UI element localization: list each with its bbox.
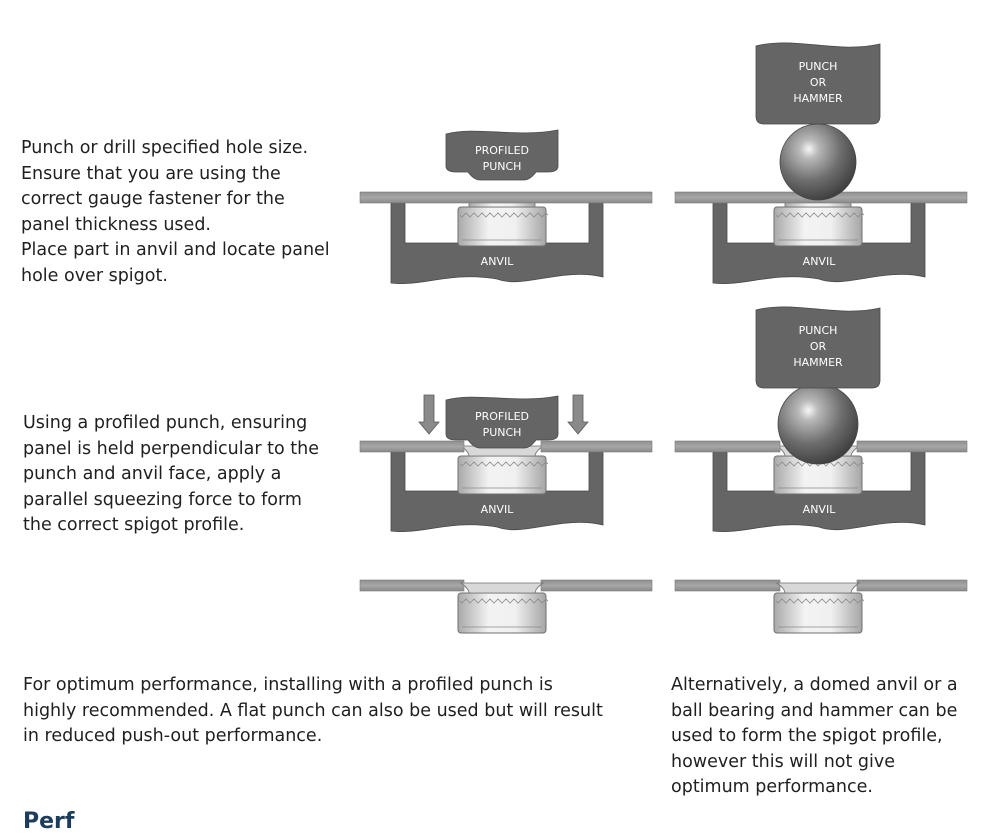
ball-bearing xyxy=(777,383,859,465)
step-1-line: panel thickness used. xyxy=(21,214,211,235)
panel-sheet xyxy=(359,191,653,204)
step-2-line: punch and anvil face, apply a xyxy=(23,464,282,484)
step-2-instructions: Using a profiled punch, ensuring panel i… xyxy=(23,411,323,539)
anvil-label: ANVIL xyxy=(803,255,837,268)
step-1-line: Ensure that you are using the xyxy=(21,163,281,184)
punch-or-hammer-label: OR xyxy=(810,76,827,89)
punch-or-hammer-label: PUNCH xyxy=(799,60,838,73)
step-1-instructions: Punch or drill specified hole size. Ensu… xyxy=(21,136,341,289)
note-line: For optimum performance, installing with… xyxy=(23,675,553,695)
fastener-spigot xyxy=(459,582,545,594)
fastener-knurl xyxy=(459,212,549,218)
note-line: ball bearing and hammer can be xyxy=(671,700,958,721)
step-2-line: parallel squeezing force to form xyxy=(23,489,302,510)
profiled-punch xyxy=(445,395,559,449)
force-arrow xyxy=(567,394,589,435)
anvil-label: ANVIL xyxy=(803,503,837,516)
panel-sheet xyxy=(359,440,465,453)
punch-or-hammer-label: HAMMER xyxy=(793,356,843,369)
step-1-line: Place part in anvil and locate panel xyxy=(21,240,330,260)
punch-or-hammer-label: PUNCH xyxy=(799,324,838,337)
note-line: used to form the spigot profile, xyxy=(671,726,943,746)
anvil-label: ANVIL xyxy=(481,503,515,516)
panel-sheet xyxy=(359,579,465,592)
profiled-punch-label: PUNCH xyxy=(483,160,522,173)
profiled-punch-label: PROFILED xyxy=(475,144,529,157)
force-arrow xyxy=(418,394,440,435)
note-line: in reduced push-out performance. xyxy=(23,726,323,746)
panel-sheet xyxy=(540,440,653,453)
note-line: Alternatively, a domed anvil or a xyxy=(671,675,958,695)
note-line: however this will not give xyxy=(671,751,896,772)
fastener-spigot xyxy=(775,582,861,594)
diagram-shapes: ANVIL PROFILED PUNCH ANVIL PUNCH OR HAMMER ANVI… xyxy=(359,42,968,634)
anvil-label: ANVIL xyxy=(481,255,515,268)
alternative-method-note: Alternatively, a domed anvil or a ball b… xyxy=(671,673,971,801)
profiled-punch-label: PUNCH xyxy=(483,426,522,439)
fastener-knurl xyxy=(775,598,865,604)
panel-sheet xyxy=(674,579,781,592)
ball-bearing xyxy=(779,123,857,201)
punch-or-hammer xyxy=(755,306,881,389)
fastener-knurl xyxy=(775,212,865,218)
fastener-knurl xyxy=(459,461,549,467)
punch-or-hammer-label: OR xyxy=(810,340,827,353)
step-2-line: the correct spigot profile. xyxy=(23,515,245,535)
profiled-punch-label: PROFILED xyxy=(475,410,529,423)
step-2-line: Using a profiled punch, ensuring xyxy=(23,413,308,433)
panel-sheet xyxy=(856,579,968,592)
step-1-line: hole over spigot. xyxy=(21,265,168,286)
note-line: optimum performance. xyxy=(671,777,873,797)
panel-sheet xyxy=(856,440,968,453)
punch-or-hammer-label: HAMMER xyxy=(793,92,843,105)
step-1-line: Punch or drill specified hole size. xyxy=(21,138,309,158)
step-2-line: panel is held perpendicular to the xyxy=(23,438,319,459)
panel-sheet xyxy=(674,440,781,453)
note-line: highly recommended. A flat punch can als… xyxy=(23,700,603,721)
fastener-spigot xyxy=(459,445,545,457)
punch-or-hammer xyxy=(755,42,881,125)
profiled-punch-note: For optimum performance, installing with… xyxy=(23,673,613,750)
fastener-knurl xyxy=(459,598,549,604)
step-1-line: correct gauge fastener for the xyxy=(21,189,285,209)
profiled-punch xyxy=(445,129,559,181)
panel-sheet xyxy=(540,579,653,592)
